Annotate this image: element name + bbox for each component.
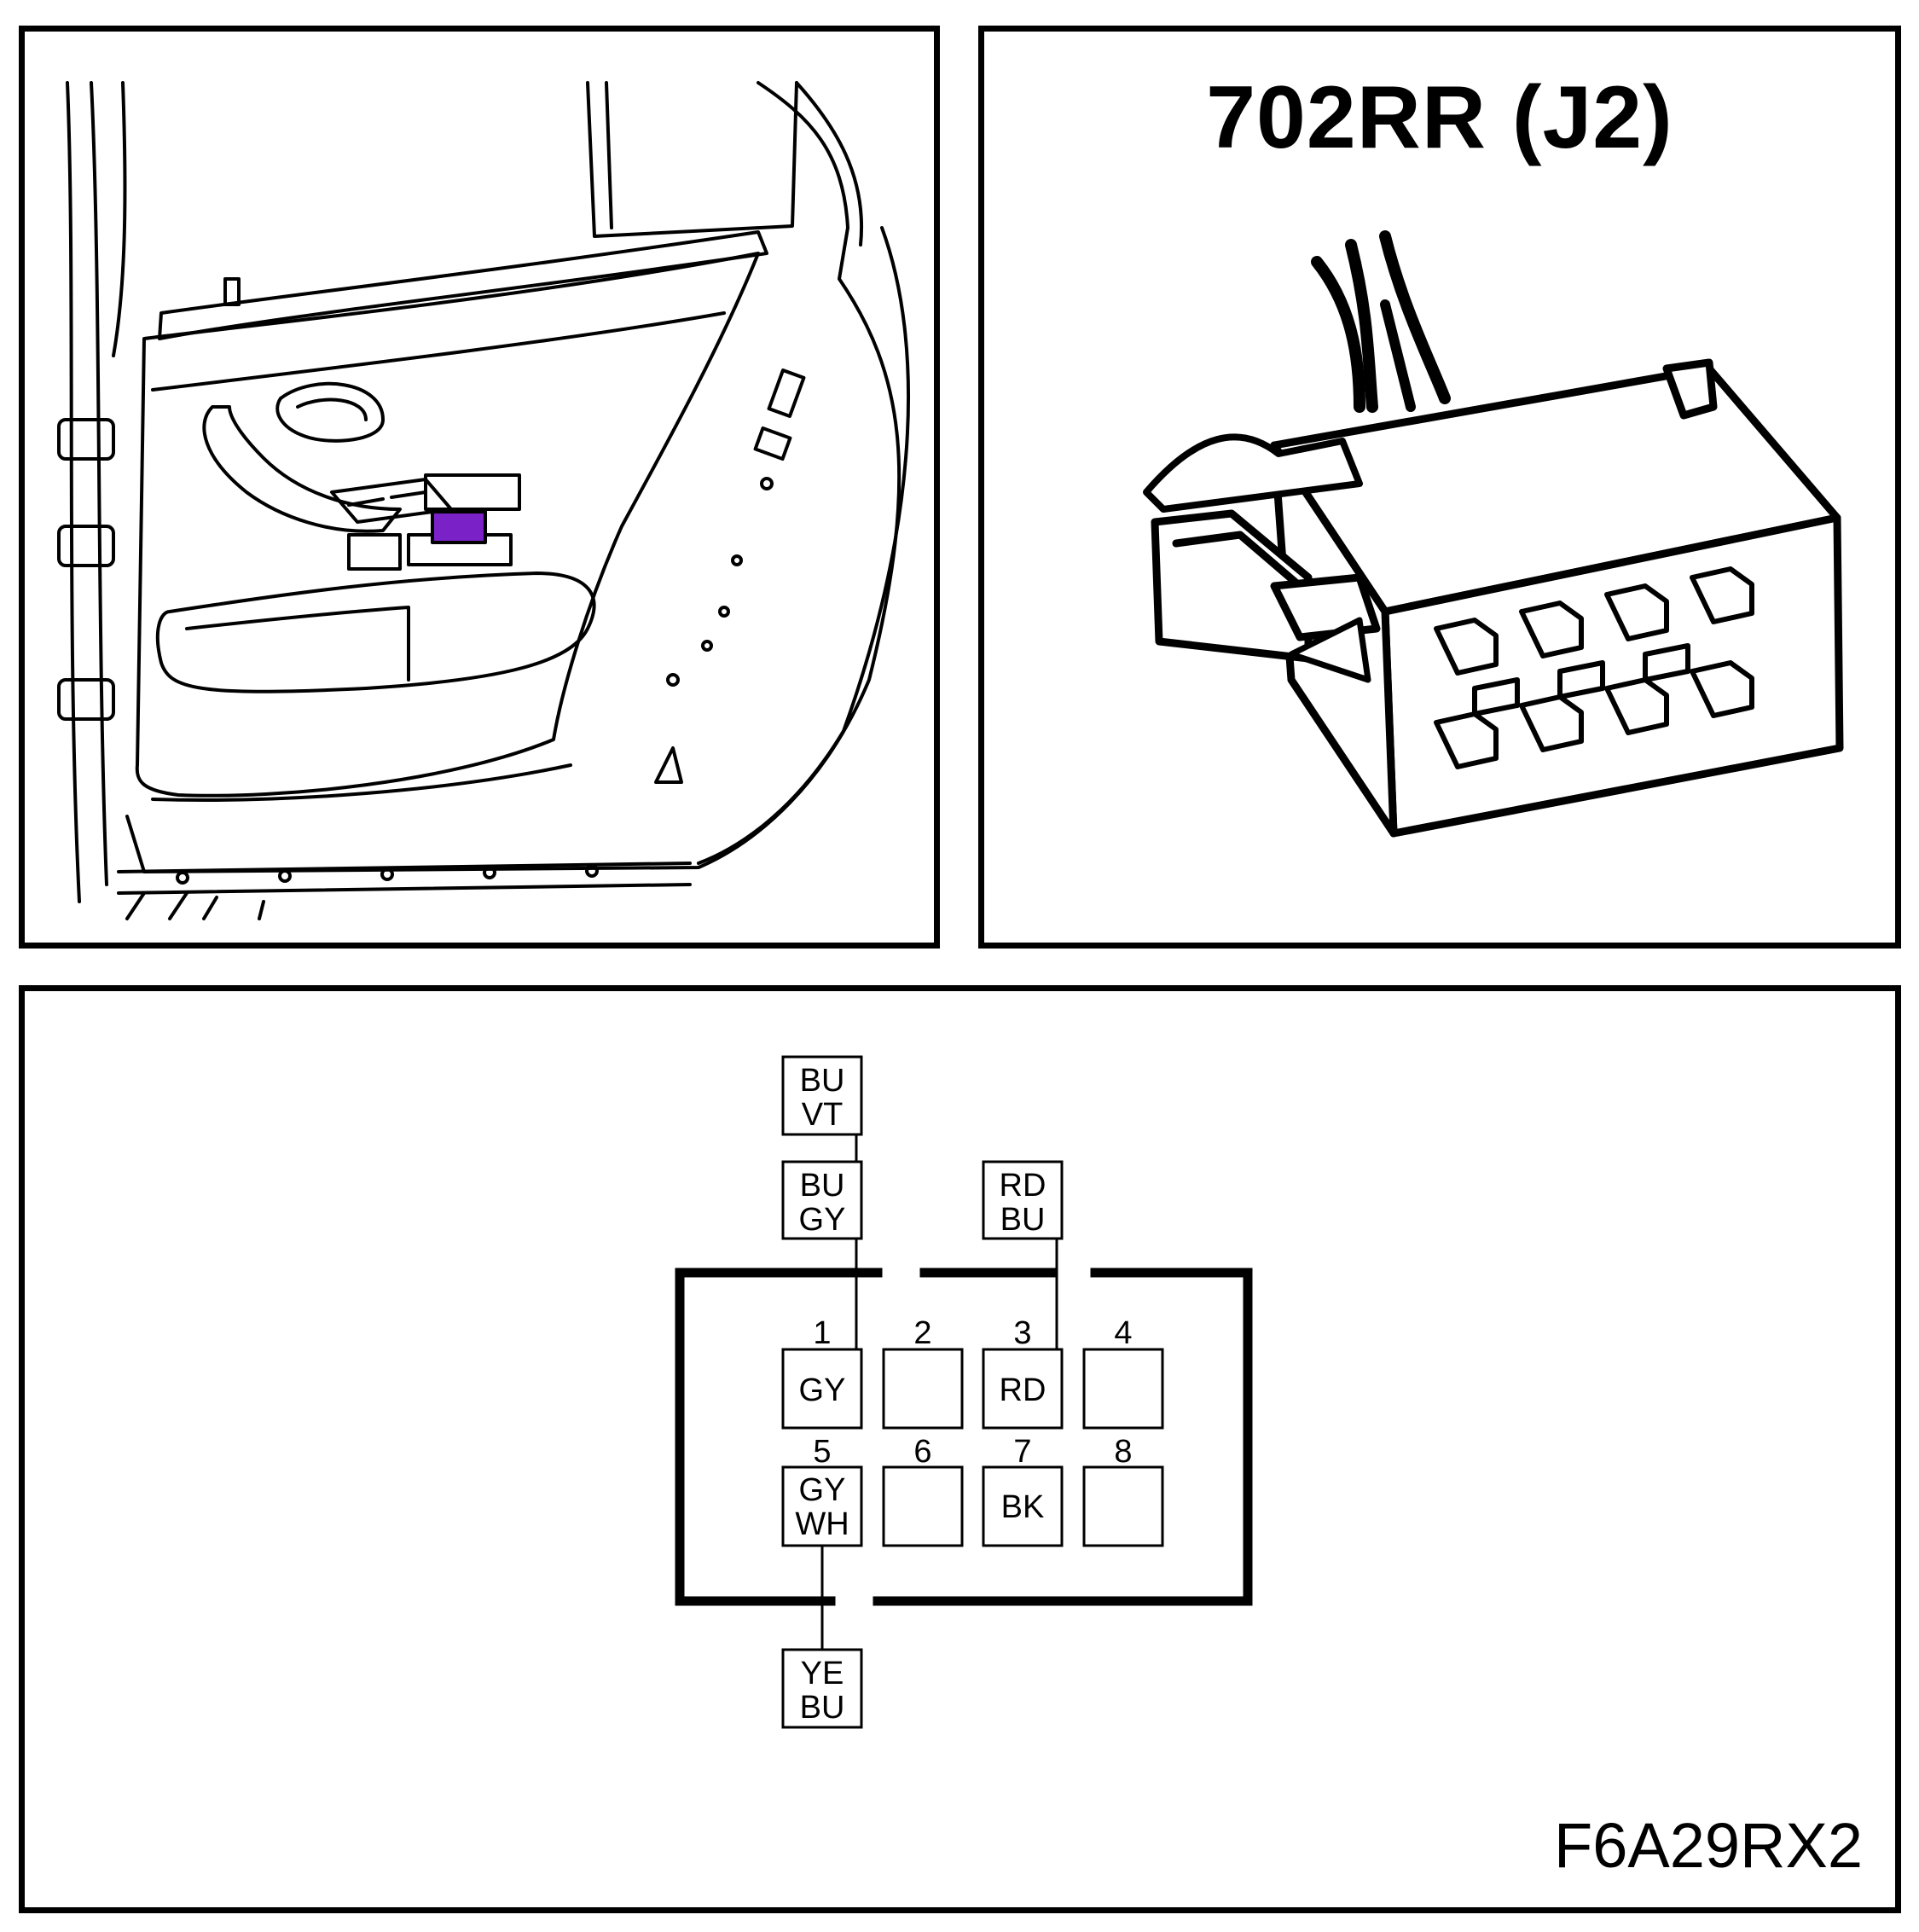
wire-label-pin1-lower: BU GY <box>781 1160 863 1240</box>
pin-number-5: 5 <box>813 1434 831 1470</box>
door-location-panel <box>19 26 940 949</box>
pinout-panel: BU VT BU GY RD BU YE BU 1 2 3 4 <box>19 985 1901 1913</box>
wire-label-pin3: RD BU <box>982 1160 1064 1240</box>
pin-cell-5 <box>781 1465 863 1547</box>
connector-location-marker <box>431 510 487 544</box>
rear-door-illustration <box>57 81 910 920</box>
svg-text:GY: GY <box>799 1202 846 1238</box>
pin-color-5-line1: GY <box>799 1472 846 1508</box>
svg-text:BU: BU <box>800 1063 845 1099</box>
pin-color-5-line2: WH <box>795 1506 849 1542</box>
pin-cell-7 <box>982 1465 1064 1547</box>
svg-text:BU: BU <box>800 1168 845 1204</box>
pin-color-1: GY <box>799 1372 846 1408</box>
pin-color-3: RD <box>1000 1372 1046 1408</box>
wire-label-pin1-upper: BU VT <box>781 1055 863 1136</box>
pin-cell-1 <box>781 1348 863 1430</box>
connector-title: 702RR (J2) <box>1206 68 1673 167</box>
svg-text:YE: YE <box>801 1656 844 1691</box>
pin-color-7: BK <box>1001 1489 1045 1525</box>
wire-label-pin5: YE BU <box>781 1648 863 1729</box>
pin-cell-6 <box>882 1465 964 1547</box>
pin-cell-4 <box>1082 1348 1164 1430</box>
pin-number-8: 8 <box>1114 1434 1132 1470</box>
pin-cell-8 <box>1082 1465 1164 1547</box>
svg-text:VT: VT <box>802 1097 844 1133</box>
pin-number-4: 4 <box>1114 1315 1132 1351</box>
figure-reference-code: F6A29RX2 <box>1554 1810 1863 1881</box>
pin-cell-2 <box>882 1348 964 1430</box>
pin-number-2: 2 <box>913 1315 931 1351</box>
svg-text:BU: BU <box>1000 1202 1046 1238</box>
pin-number-1: 1 <box>813 1315 831 1351</box>
connector-view-panel: 702RR (J2) <box>978 26 1901 949</box>
pin-cell-3 <box>982 1348 1064 1430</box>
pin-number-7: 7 <box>1013 1434 1031 1470</box>
connector-isometric-illustration <box>1143 230 1844 838</box>
pinout-diagram: BU VT BU GY RD BU YE BU 1 2 3 4 <box>675 1055 1253 1729</box>
pin-number-6: 6 <box>913 1434 931 1470</box>
pin-number-3: 3 <box>1013 1315 1031 1351</box>
svg-text:BU: BU <box>800 1690 845 1726</box>
svg-text:RD: RD <box>1000 1168 1046 1204</box>
